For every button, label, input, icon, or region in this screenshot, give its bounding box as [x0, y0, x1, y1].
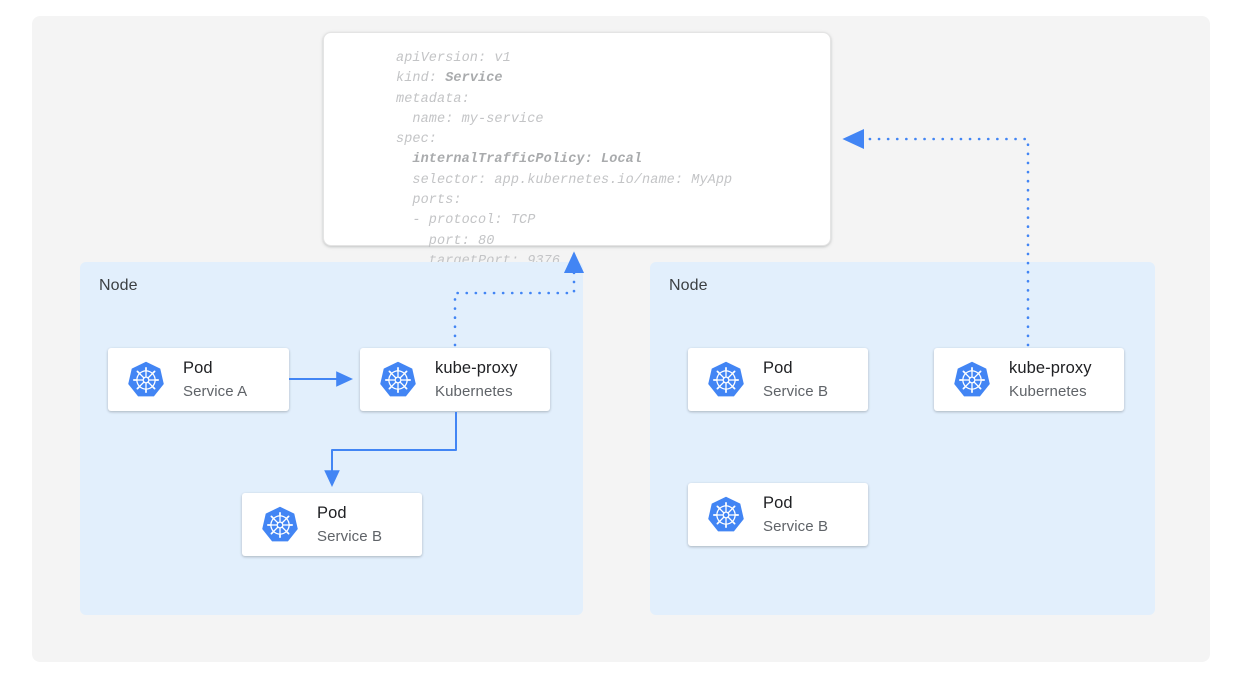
card-pod-service-b-left[interactable]: Pod Service B: [242, 493, 422, 556]
kubernetes-logo-icon: [379, 361, 417, 399]
kubernetes-logo-icon: [127, 361, 165, 399]
card-subtitle: Service B: [763, 382, 829, 400]
node-label: Node: [669, 277, 708, 294]
card-subtitle: Kubernetes: [1009, 382, 1087, 400]
node-panel-right: Node: [650, 262, 1155, 615]
service-manifest-code: apiVersion: v1 kind: Service metadata: n…: [396, 51, 733, 269]
card-title: Pod: [763, 359, 793, 378]
card-pod-service-b-right-bottom[interactable]: Pod Service B: [688, 483, 868, 546]
card-subtitle: Kubernetes: [435, 382, 513, 400]
service-manifest-card: apiVersion: v1 kind: Service metadata: n…: [323, 32, 831, 269]
card-title: Pod: [763, 494, 793, 513]
node-panel-left: Node: [80, 262, 583, 615]
node-label: Node: [99, 277, 138, 294]
card-subtitle: Service B: [763, 517, 829, 535]
kubernetes-logo-icon: [261, 506, 299, 544]
kubernetes-logo-icon: [707, 496, 745, 534]
card-title: kube-proxy: [435, 359, 518, 378]
card-subtitle: Service B: [317, 527, 383, 545]
card-title: kube-proxy: [1009, 359, 1092, 378]
card-subtitle: Service A: [183, 382, 248, 400]
card-kube-proxy-right[interactable]: kube-proxy Kubernetes: [934, 348, 1124, 411]
card-pod-service-a[interactable]: Pod Service A: [108, 348, 289, 411]
card-kube-proxy-left[interactable]: kube-proxy Kubernetes: [360, 348, 550, 411]
card-title: Pod: [317, 504, 347, 523]
kubernetes-logo-icon: [953, 361, 991, 399]
card-title: Pod: [183, 359, 213, 378]
card-pod-service-b-right-top[interactable]: Pod Service B: [688, 348, 868, 411]
kubernetes-logo-icon: [707, 361, 745, 399]
